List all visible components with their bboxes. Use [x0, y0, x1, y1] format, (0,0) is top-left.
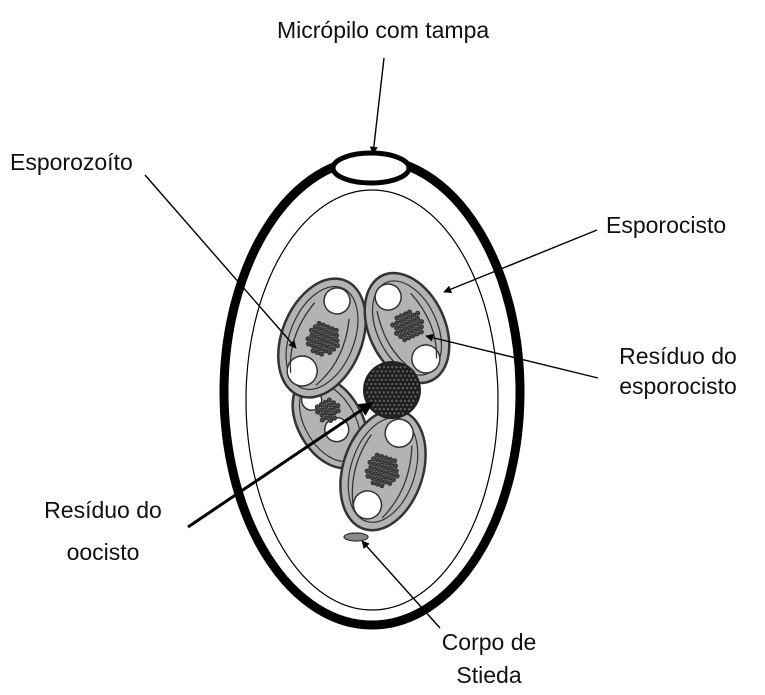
oocyst-residue-label-line2: oocisto [28, 537, 178, 567]
sporocyst-label: Esporocisto [606, 210, 726, 240]
sporocyst-residue-label-line2: esporocisto [603, 371, 753, 401]
oocyst-residue-label-line1: Resíduo do [28, 495, 178, 525]
stieda-body-arrow [362, 541, 440, 628]
sporozoite-arrow [145, 175, 296, 348]
micropyle-cap [333, 153, 409, 183]
stieda-body-label-line2: Stieda [419, 660, 559, 690]
micropyle-label: Micrópilo com tampa [277, 15, 489, 45]
sporocyst-residue-arrow [426, 336, 598, 378]
stieda-body-label-line1: Corpo de [419, 627, 559, 657]
sporocyst-residue-label-line1: Resíduo do [603, 341, 753, 371]
stieda-body [344, 533, 368, 541]
micropyle-arrow [373, 58, 384, 154]
sporozoite-label: Esporozoíto [10, 147, 133, 177]
